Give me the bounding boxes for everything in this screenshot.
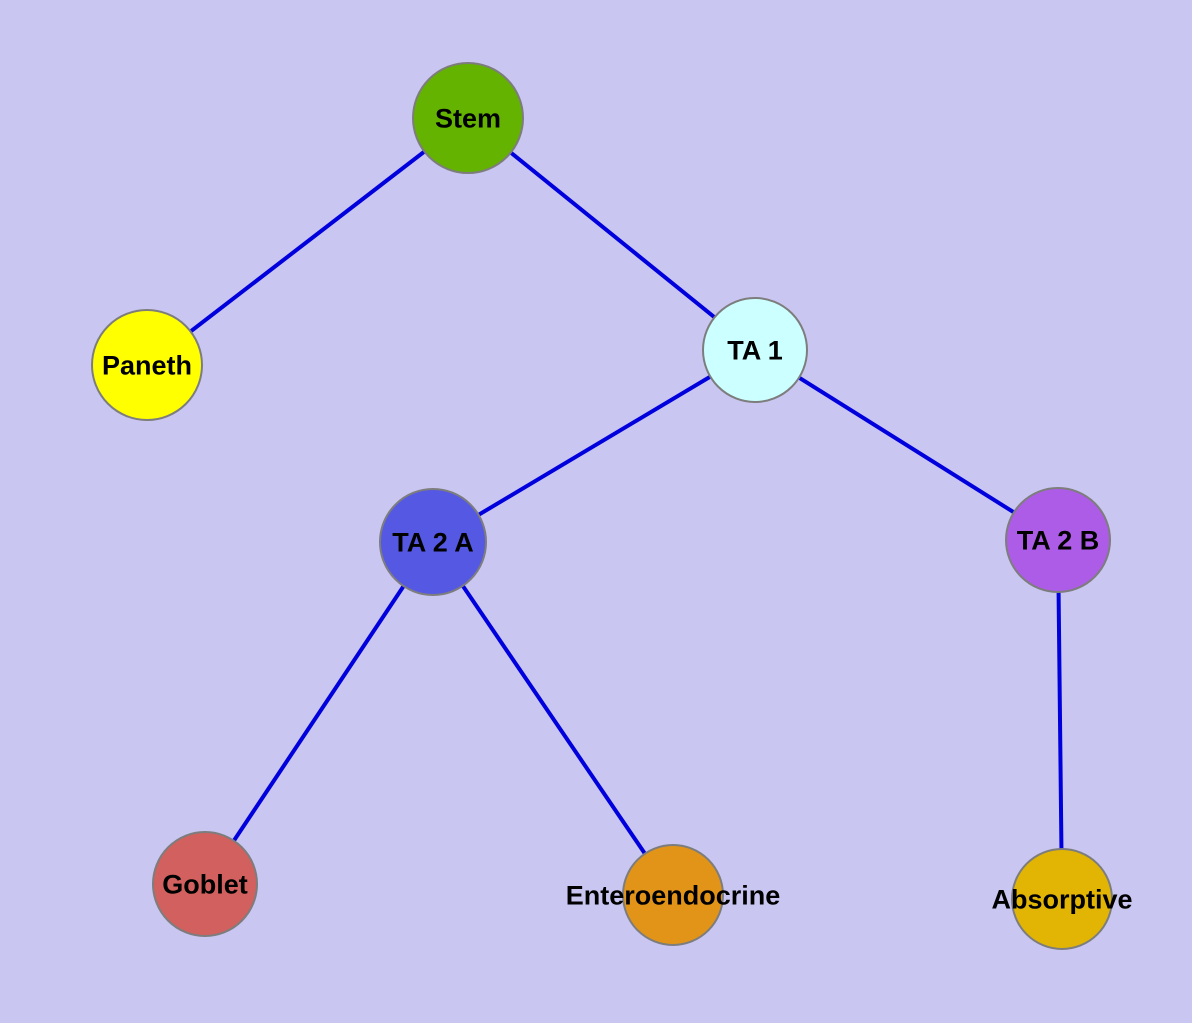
node-label-paneth: Paneth xyxy=(102,350,192,380)
edge-stem-ta1 xyxy=(466,116,757,352)
node-label-enteroendocrine: Enteroendocrine xyxy=(566,880,781,910)
node-enteroendocrine[interactable] xyxy=(622,844,724,946)
edge-ta2a-enteroendocrine xyxy=(431,540,675,897)
node-absorptive[interactable] xyxy=(1011,848,1113,950)
edge-ta1-ta2b xyxy=(753,348,1060,542)
node-goblet[interactable] xyxy=(152,831,258,937)
node-label-goblet: Goblet xyxy=(162,869,248,899)
node-stem[interactable] xyxy=(412,62,524,174)
edge-ta1-ta2a xyxy=(431,348,757,544)
edge-ta2b-absorptive xyxy=(1056,539,1064,900)
node-ta2a[interactable] xyxy=(379,488,487,596)
node-label-ta1: TA 1 xyxy=(727,335,783,365)
node-paneth[interactable] xyxy=(91,309,203,421)
node-label-stem: Stem xyxy=(435,103,501,133)
node-label-ta2b: TA 2 B xyxy=(1017,525,1100,555)
node-ta1[interactable] xyxy=(702,297,808,403)
edge-stem-paneth xyxy=(145,116,470,367)
edge-ta2a-goblet xyxy=(203,540,435,886)
node-label-absorptive: Absorptive xyxy=(991,884,1132,914)
node-label-ta2a: TA 2 A xyxy=(392,527,474,557)
node-ta2b[interactable] xyxy=(1005,487,1111,593)
